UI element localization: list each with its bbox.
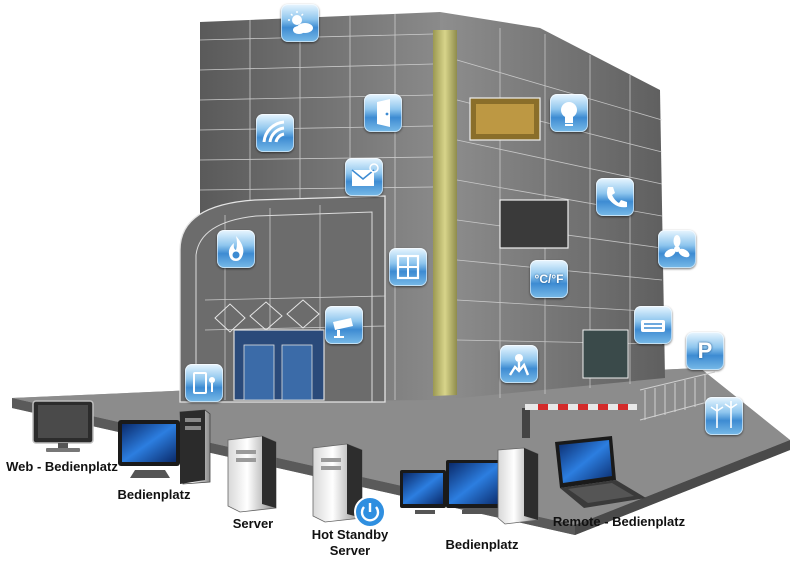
server-label: Server <box>232 516 274 531</box>
fence <box>639 371 716 421</box>
remote-laptop <box>555 436 646 508</box>
window-icon <box>389 248 427 286</box>
wind-power-icon <box>705 397 743 435</box>
fire-icon <box>217 230 255 268</box>
fan-icon <box>658 230 696 268</box>
power-button-icon <box>354 496 386 528</box>
lighting-icon <box>550 94 588 132</box>
temperature-icon: °C/°F <box>530 260 568 298</box>
web-station-monitor <box>32 400 94 452</box>
parking-barrier <box>522 404 637 438</box>
camera-icon <box>325 306 363 344</box>
door-icon <box>364 94 402 132</box>
mail-icon <box>345 158 383 196</box>
station-1-tower <box>179 409 211 485</box>
station-2-tower <box>497 447 539 525</box>
standby-server-label-line2: Server <box>329 543 371 558</box>
station-1-label: Bedienplatz <box>117 487 191 502</box>
standby-server-label-line1: Hot Standby <box>311 527 389 542</box>
server-tower <box>227 435 277 513</box>
building <box>179 12 665 403</box>
weather-icon <box>281 4 319 42</box>
standby-server-tower <box>312 443 363 523</box>
remote-station-label: Remote - Bedienplatz <box>552 514 686 529</box>
station-1-monitor <box>118 420 180 478</box>
web-station-label: Web - Bedienplatz <box>6 459 118 474</box>
satellite-icon <box>256 114 294 152</box>
station-2-label: Bedienplatz <box>445 537 519 552</box>
phone-icon <box>596 178 634 216</box>
ventilation-icon <box>634 306 672 344</box>
station-2-monitors <box>400 460 504 514</box>
parking-icon: P <box>686 332 724 370</box>
access-control-icon <box>185 364 223 402</box>
alarm-icon <box>500 345 538 383</box>
